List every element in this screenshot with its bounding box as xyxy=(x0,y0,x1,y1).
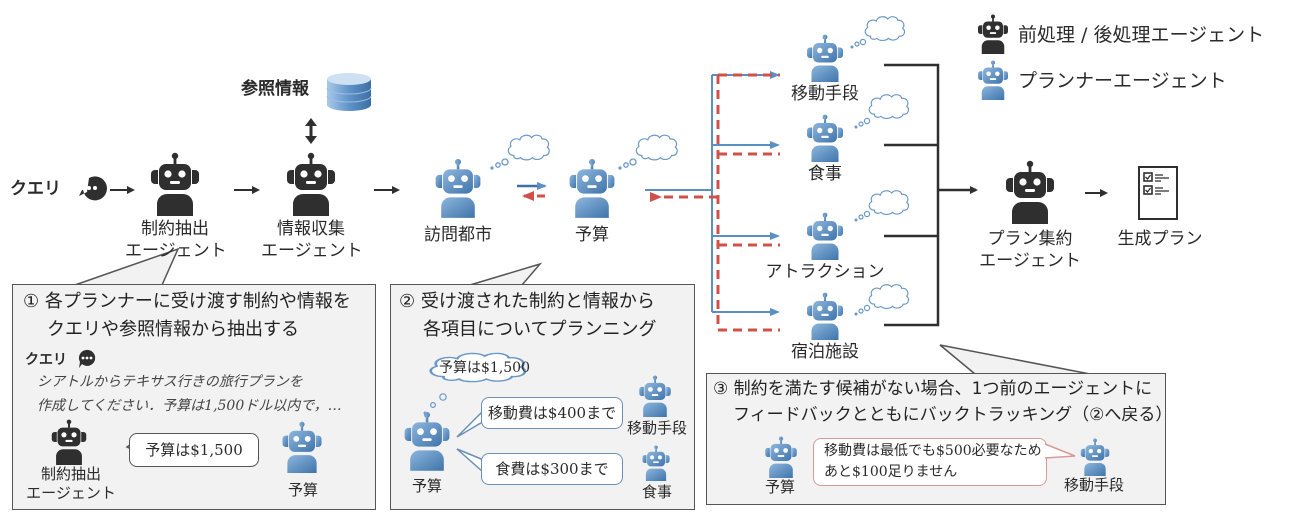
thought-cloud-icon xyxy=(618,134,678,170)
chat-bubble-icon xyxy=(79,176,107,201)
thought-cloud-icon xyxy=(868,284,910,310)
planner-meal xyxy=(807,94,910,162)
panel-planning: ② 受け渡された制約と情報から 各項目についてプランニング 予算は$1,500 … xyxy=(390,284,695,510)
generated-plan-label: 生成プラン xyxy=(1117,229,1203,249)
robot-icon-constraint-agent xyxy=(151,152,199,216)
planner-meal-label: 食事 xyxy=(808,164,842,184)
panel3-agent-left-label: 予算 xyxy=(764,478,795,496)
robot-icon-budget-planner xyxy=(282,421,322,473)
constraint-agent-label: 制約抽出 エージェント xyxy=(125,219,227,261)
legend-dark-robot-icon xyxy=(978,14,1008,54)
panel2-title-line1: ② 受け渡された制約と情報から xyxy=(399,291,655,312)
panel-backtracking: ③ 制約を満たす候補がない場合、1つ前のエージェントに フィードバックとともにバ… xyxy=(706,373,1172,505)
panel2-title-line2: 各項目についてプランニング xyxy=(423,319,657,340)
chat-bubble-icon xyxy=(78,349,96,368)
aggregate-agent-label: プラン集約 エージェント xyxy=(979,229,1081,271)
thought-cloud-icon xyxy=(868,94,910,120)
planner-transport-label: 移動手段 xyxy=(791,84,859,104)
legend-preprocess-label: 前処理 / 後処理エージェント xyxy=(1018,24,1265,46)
robot-icon-budget-planner xyxy=(404,411,450,471)
panel3-title-line1: ③ 制約を満たす候補がない場合、1つ前のエージェントに xyxy=(713,379,1153,399)
panel1-query-heading: クエリ xyxy=(25,352,67,368)
robot-icon-budget-planner xyxy=(765,436,797,478)
planner-accommodation-label: 宿泊施設 xyxy=(791,342,859,362)
checklist-icon xyxy=(1138,166,1178,220)
backtrack-branch-lines xyxy=(650,73,780,332)
thought-cloud-icon xyxy=(864,16,906,42)
robot-icon-meal xyxy=(807,114,843,162)
merge-bracket xyxy=(884,63,978,327)
robot-icon-meal xyxy=(642,445,670,481)
panel1-agent-left-label: 制約抽出 エージェント xyxy=(26,465,116,502)
panel2-agent-left-label: 予算 xyxy=(411,477,442,495)
robot-icon-attraction xyxy=(807,212,843,260)
panel1-speech-bubble: 予算は$1,500 xyxy=(129,433,259,467)
panel2-speech-meal: 食費は$300まで xyxy=(481,453,623,485)
panel3-title-line2: フィードバックとともにバックトラッキング（②へ戻る） xyxy=(733,405,1173,425)
callout-tail-panel3 xyxy=(939,344,1091,375)
info-agent-label: 情報収集 エージェント xyxy=(261,219,363,261)
panel2-speech-transport: 移動費は$400まで xyxy=(481,397,623,429)
city-agent-label: 訪問都市 xyxy=(424,225,492,245)
panel1-query-text-line1: シアトルからテキサス行きの旅行プランを xyxy=(37,374,303,390)
robot-icon-city-planner xyxy=(435,158,481,218)
robot-icon-accommodation xyxy=(807,292,843,340)
panel3-agent-right-label: 移動手段 xyxy=(1063,476,1124,494)
database-icon xyxy=(326,73,372,111)
robot-icon-transport xyxy=(807,34,843,82)
query-label: クエリ xyxy=(10,179,61,199)
reference-info-label: 参照情報 xyxy=(241,79,309,99)
planner-accommodation xyxy=(807,284,910,340)
robot-icon-transport xyxy=(1080,438,1110,476)
thought-cloud-icon xyxy=(868,190,910,216)
robot-icon-budget-planner xyxy=(569,158,615,218)
robot-icon-info-agent xyxy=(287,152,335,216)
panel-extraction: ① 各プランナーに受け渡す制約や情報を クエリや参照情報から抽出する クエリ シ… xyxy=(12,284,376,510)
panel2-agent-right-top-label: 移動手段 xyxy=(626,419,687,437)
panel3-feedback-bubble: 移動費は最低でも$500必要なため あと$100足りません xyxy=(813,438,1047,486)
robot-icon-transport xyxy=(639,375,671,417)
planner-attraction xyxy=(807,190,910,260)
planner-transport xyxy=(807,16,906,82)
thought-cloud-icon xyxy=(490,134,550,170)
legend-planner-label: プランナーエージェント xyxy=(1018,70,1227,92)
bidirectional-arrow-icon xyxy=(305,118,317,144)
callout-tail-panel2 xyxy=(469,262,543,286)
legend-blue-robot-icon xyxy=(978,60,1008,100)
robot-icon-aggregate-agent xyxy=(1006,160,1054,224)
panel2-thought-text: 予算は$1,500 xyxy=(439,360,530,376)
budget-agent-label: 予算 xyxy=(575,225,609,245)
panel2-agent-right-bottom-label: 食事 xyxy=(641,483,672,501)
panel1-title-line1: ① 各プランナーに受け渡す制約や情報を xyxy=(23,291,351,312)
robot-icon-constraint-agent xyxy=(51,419,87,465)
planner-attraction-label: アトラクション xyxy=(765,262,885,282)
panel1-agent-right-label: 予算 xyxy=(287,481,318,499)
panel1-title-line2: クエリや参照情報から抽出する xyxy=(47,319,299,340)
panel1-query-text-line2: 作成してください．予算は1,500ドル以内で，… xyxy=(37,398,342,414)
speech-tail xyxy=(1044,443,1076,459)
